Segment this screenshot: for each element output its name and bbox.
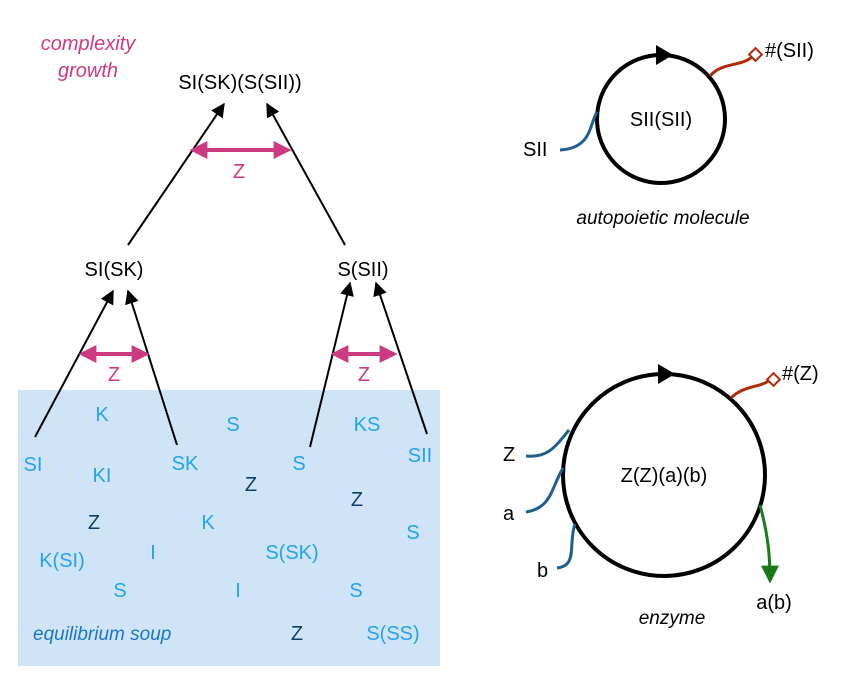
node-right: S(SII)	[337, 259, 388, 281]
soup-token: Z	[245, 474, 257, 496]
soup-token: Z	[88, 512, 100, 534]
autopoietic-direction-arrowhead	[656, 45, 673, 65]
z-label-left: Z	[108, 364, 120, 386]
soup-token: Z	[351, 489, 363, 511]
enzyme-input-a-label: a	[503, 503, 515, 525]
arrow-s-to-right	[309, 281, 354, 448]
enzyme-direction-arrowhead	[658, 364, 675, 384]
arrow-sk-to-left	[125, 289, 178, 446]
enzyme-product-label: a(b)	[756, 592, 792, 614]
soup-token: K(SI)	[39, 550, 85, 572]
enzyme-output-tag-strand	[729, 378, 771, 400]
arrow-sii-to-right	[373, 281, 428, 435]
autopoietic-input-label: SII	[523, 139, 547, 161]
enzyme-output-tag-label: #(Z)	[782, 363, 819, 385]
soup-token: S	[406, 522, 419, 544]
soup-token: S	[113, 580, 126, 602]
enzyme-input-z-label: Z	[503, 444, 515, 466]
complexity-heading-line1: complexity	[41, 33, 136, 55]
arrow-si-to-left	[34, 289, 114, 438]
soup-token: S(SS)	[366, 623, 419, 645]
soup-token: SI	[24, 454, 43, 476]
soup-token: I	[235, 580, 241, 602]
enzyme-input-z-strand	[525, 429, 571, 458]
soup-token: S	[226, 414, 239, 436]
soup-token: S	[349, 580, 362, 602]
soup-token: I	[150, 542, 156, 564]
soup-token: KI	[93, 465, 112, 487]
equilibrium-soup-box	[18, 390, 440, 666]
autopoietic-input-strand	[559, 111, 599, 152]
enzyme-tag-diamond	[765, 371, 782, 388]
enzyme-caption: enzyme	[639, 608, 706, 629]
soup-token: SK	[172, 453, 199, 475]
z-label-top: Z	[233, 161, 245, 183]
autopoietic-caption: autopoietic molecule	[576, 208, 749, 229]
soup-token: SII	[408, 445, 432, 467]
enzyme-product-strand	[758, 504, 779, 584]
soup-label: equilibrium soup	[33, 624, 171, 645]
arrow-right-to-top	[266, 102, 346, 246]
enzyme-input-a-strand	[525, 467, 565, 514]
soup-token: S	[292, 453, 305, 475]
z-label-right: Z	[358, 364, 370, 386]
enzyme-input-b-strand	[556, 523, 577, 570]
enzyme-center-label: Z(Z)(a)(b)	[621, 465, 708, 487]
node-top: SI(SK)(S(SII))	[178, 72, 301, 94]
soup-token: Z	[291, 623, 303, 645]
enzyme-input-b-label: b	[537, 560, 548, 582]
soup-token: K	[201, 512, 215, 534]
autopoietic-output-label: #(SII)	[765, 40, 814, 62]
autopoietic-center-label: SII(SII)	[630, 109, 692, 131]
node-left: SI(SK)	[85, 259, 144, 281]
autopoietic-output-strand	[708, 55, 753, 78]
soup-token: K	[95, 404, 109, 426]
soup-token: S(SK)	[265, 542, 318, 564]
complexity-heading-line2: growth	[58, 60, 118, 82]
soup-token: KS	[354, 414, 381, 436]
autopoietic-tag-diamond	[747, 46, 764, 63]
arrow-left-to-top	[127, 102, 225, 246]
